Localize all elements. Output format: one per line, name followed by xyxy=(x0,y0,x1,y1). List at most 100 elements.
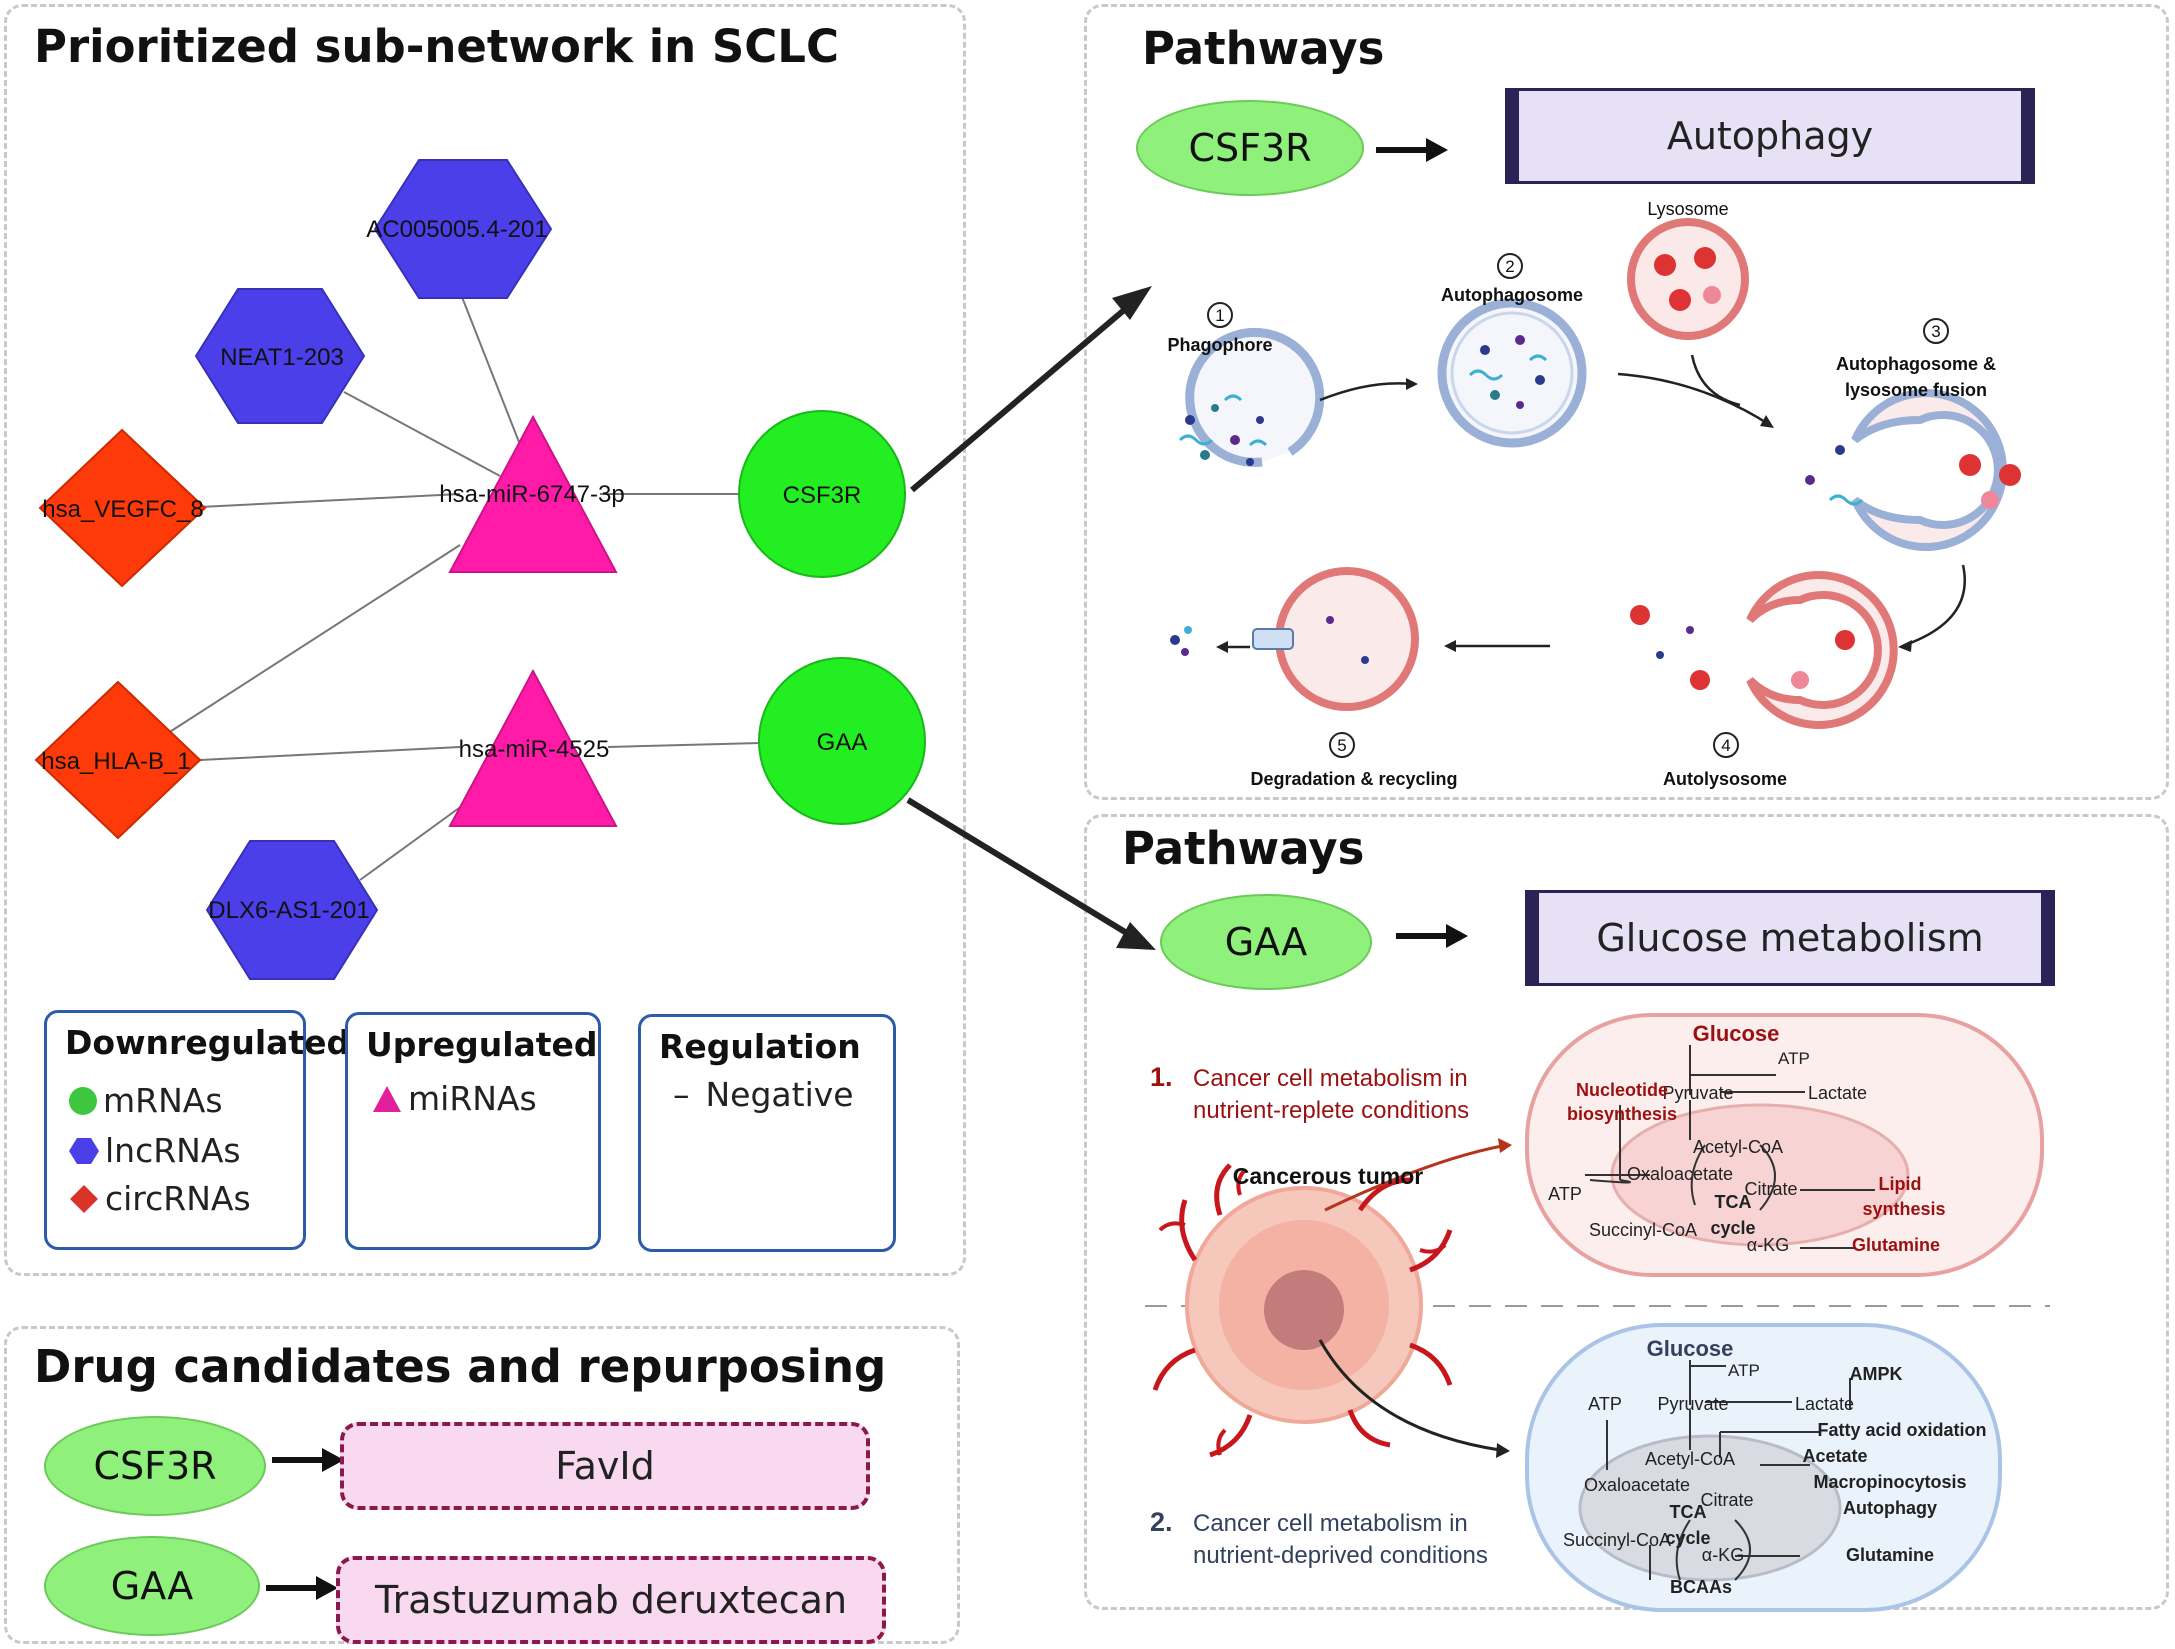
c2-atp-top: ATP xyxy=(1728,1361,1760,1380)
mirna-node-mir6747 xyxy=(448,414,618,573)
arrow-autophagosome-fusion xyxy=(1617,372,1771,427)
cargo-strand xyxy=(1178,434,1214,446)
arrowhead-gaa xyxy=(1116,922,1156,950)
c2-glucose: Glucose xyxy=(1647,1336,1734,1361)
label-neat1: NEAT1-203 xyxy=(220,344,344,371)
c2-citrate: Citrate xyxy=(1700,1490,1753,1510)
tumor-label: Cancerous tumor xyxy=(1233,1163,1423,1189)
c2-akg: α-KG xyxy=(1702,1545,1744,1565)
label-csf3r: CSF3R xyxy=(783,482,862,509)
cargo-dot xyxy=(1361,656,1369,664)
arrow-tumor-to-cell2 xyxy=(1318,1339,1501,1452)
cell1-flow xyxy=(1585,1045,1875,1249)
cargo-dot xyxy=(1835,445,1845,455)
cargo-dot xyxy=(1246,458,1254,466)
fusion-body xyxy=(1851,389,2007,551)
legend-downregulated: Downregulated mRNAs lncRNAs circRNAs xyxy=(44,1010,350,1250)
glucose-panel-title: Pathways xyxy=(1122,822,1365,875)
c1-atp-left: ATP xyxy=(1548,1184,1582,1204)
autolysosome-body xyxy=(1746,571,1898,729)
legend-negative-row: – Negative xyxy=(673,1075,854,1114)
green-circle-icon xyxy=(69,1086,97,1115)
c1-succinyl: Succinyl-CoA xyxy=(1589,1220,1697,1240)
cargo-strand xyxy=(1248,439,1268,447)
circrna-node-vegfc xyxy=(38,428,207,588)
label-ac005005: AC005005.4-201 xyxy=(366,216,547,243)
mitochondrion-2 xyxy=(1578,1434,1842,1582)
cargo-dot xyxy=(1686,626,1694,634)
legend-up-title: Upregulated xyxy=(366,1025,598,1064)
step-number-circle xyxy=(1923,318,1949,344)
pink-triangle-icon xyxy=(373,1085,401,1112)
step2-label: Autophagosome xyxy=(1441,285,1583,305)
legend-mirna-row: miRNAs xyxy=(372,1079,537,1118)
released-molecule xyxy=(1170,635,1180,645)
cargo-strand xyxy=(1528,354,1548,362)
arrow-tumor-to-cell1 xyxy=(1324,1144,1503,1212)
c2-tca: TCA xyxy=(1670,1502,1707,1522)
c1-oxalo: Oxaloacetate xyxy=(1627,1164,1733,1184)
c2-ampk: AMPK xyxy=(1850,1364,1903,1384)
step1-number: 1 xyxy=(1215,306,1224,325)
c1-atp-top: ATP xyxy=(1778,1049,1810,1068)
step5-number: 5 xyxy=(1337,736,1346,755)
fusion-enzyme xyxy=(1981,491,1999,509)
c2-pyruvate: Pyruvate xyxy=(1657,1394,1728,1414)
mirna-node-mir4525 xyxy=(448,668,618,827)
legend-circrna-row: circRNAs xyxy=(69,1179,251,1218)
legend-mrna-label: mRNAs xyxy=(103,1081,223,1120)
cond2-number: 2. xyxy=(1150,1507,1173,1537)
autophagosome-outer xyxy=(1437,298,1587,448)
glucose-panel xyxy=(1084,814,2169,1610)
step1-label: Phagophore xyxy=(1167,335,1272,355)
cargo-dot xyxy=(1256,416,1264,424)
lysosome-enzyme xyxy=(1669,289,1691,311)
label-dlx6: DLX6-AS1-201 xyxy=(208,897,369,924)
drug-panel-title: Drug candidates and repurposing xyxy=(34,1340,887,1393)
cargo-strand xyxy=(1828,494,1864,506)
legend-upregulated: Upregulated miRNAs xyxy=(345,1012,601,1250)
cargo-dot xyxy=(1480,345,1490,355)
c1-lipid: Lipid xyxy=(1879,1174,1922,1194)
fusion-enzyme xyxy=(1999,464,2021,486)
arrow-fusion-autolysosome xyxy=(1904,564,1966,647)
c2-fao: Fatty acid oxidation xyxy=(1817,1420,1986,1440)
c1-biosynthesis: biosynthesis xyxy=(1567,1104,1677,1124)
c1-cycle: cycle xyxy=(1710,1218,1755,1238)
autolysosome-enzyme xyxy=(1630,605,1650,625)
released-molecule xyxy=(1181,648,1189,656)
mrna-node-csf3r xyxy=(738,410,906,578)
dash-line-icon: – xyxy=(673,1075,690,1114)
edge-mir4525-gaa xyxy=(607,742,761,748)
autophagy-gene-csf3r: CSF3R xyxy=(1136,100,1364,196)
step-number-circle xyxy=(1497,253,1523,279)
cargo-dot xyxy=(1656,651,1664,659)
label-vegfc: hsa_VEGFC_8 xyxy=(42,496,203,523)
arrow-icon xyxy=(1396,924,1468,948)
step3-label-line2: lysosome fusion xyxy=(1845,380,1987,400)
permease-channel xyxy=(1252,628,1294,650)
arrowhead xyxy=(1216,641,1228,653)
cargo-dot xyxy=(1515,335,1525,345)
c2-acetyl: Acetyl-CoA xyxy=(1645,1449,1735,1469)
c2-glutamine: Glutamine xyxy=(1846,1545,1934,1565)
step3-number: 3 xyxy=(1931,322,1940,341)
edge-neat1-mir6747 xyxy=(343,391,501,477)
c2-succinyl: Succinyl-CoA xyxy=(1563,1530,1671,1550)
autophagy-panel-title: Pathways xyxy=(1142,22,1385,75)
drug-name-favid: FavId xyxy=(340,1422,870,1510)
c2-macro: Macropinocytosis xyxy=(1813,1472,1966,1492)
c1-lactate: Lactate xyxy=(1808,1083,1867,1103)
autophagosome-inner xyxy=(1450,311,1574,435)
edge-vegfc-mir6747 xyxy=(199,493,461,508)
legend-regulation: Regulation – Negative xyxy=(638,1014,896,1252)
edge-dlx6-mir4525 xyxy=(359,799,471,881)
step-number-circle xyxy=(1207,302,1233,328)
arrow-icon xyxy=(266,1576,338,1600)
cond1-line2: nutrient-replete conditions xyxy=(1193,1097,1469,1124)
lysosome-enzyme xyxy=(1703,286,1721,304)
step2-number: 2 xyxy=(1505,257,1514,276)
network-panel-title: Prioritized sub-network in SCLC xyxy=(34,20,839,73)
edge-hlab-mir4525 xyxy=(199,746,461,761)
